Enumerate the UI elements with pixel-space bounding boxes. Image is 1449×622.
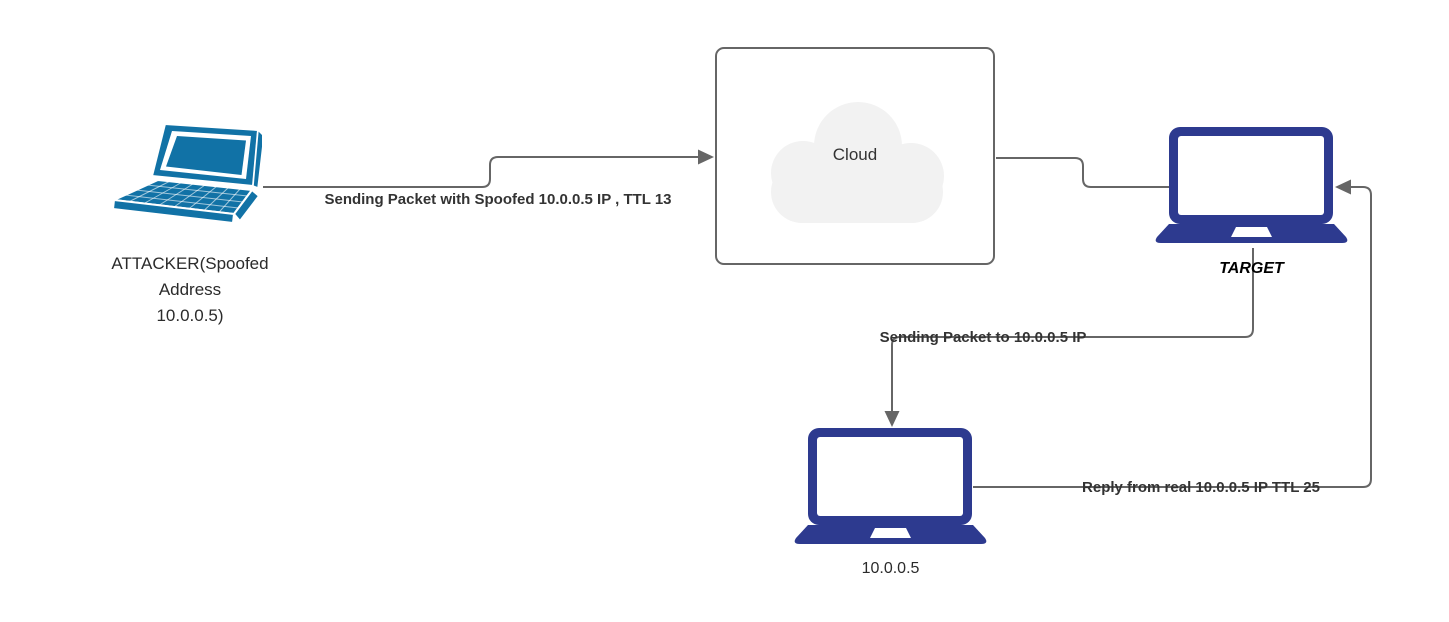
edge-real-host-to-target — [973, 186, 1372, 488]
edge-target-to-real-host — [891, 248, 1254, 411]
laptop-screen — [817, 437, 963, 516]
laptop-side-edge — [232, 188, 261, 223]
arrowhead-left-icon — [1335, 179, 1351, 195]
edge-label-reply: Reply from real 10.0.0.5 IP TTL 25 — [1082, 479, 1320, 496]
laptop-front-edge — [112, 198, 236, 225]
target-label: TARGET — [1219, 260, 1284, 277]
attacker-label: ATTACKER(Spoofed Address 10.0.0.5) — [111, 254, 269, 325]
real-host-laptop-icon — [794, 428, 987, 544]
arrowhead-down-icon — [884, 411, 900, 427]
laptop-notch — [870, 528, 911, 538]
target-laptop-icon — [1155, 127, 1348, 243]
attacker-laptop-icon — [112, 122, 262, 225]
laptop-lid-depth — [252, 128, 262, 190]
cloud-icon — [771, 102, 944, 223]
cloud-box: Cloud — [715, 47, 995, 265]
laptop-screen — [1178, 136, 1324, 215]
edge-attacker-to-cloud — [263, 156, 698, 188]
cloud-label: Cloud — [832, 145, 878, 164]
arrowhead-right-icon — [698, 149, 714, 165]
laptop-screen — [166, 136, 246, 175]
real-host-label: 10.0.0.5 — [861, 560, 920, 577]
laptop-notch — [1231, 227, 1272, 237]
edge-cloud-to-target — [996, 157, 1171, 188]
edge-label-spoofed-packet: Sending Packet with Spoofed 10.0.0.5 IP … — [324, 191, 672, 208]
edge-label-send-packet: Sending Packet to 10.0.0.5 IP — [879, 329, 1087, 346]
